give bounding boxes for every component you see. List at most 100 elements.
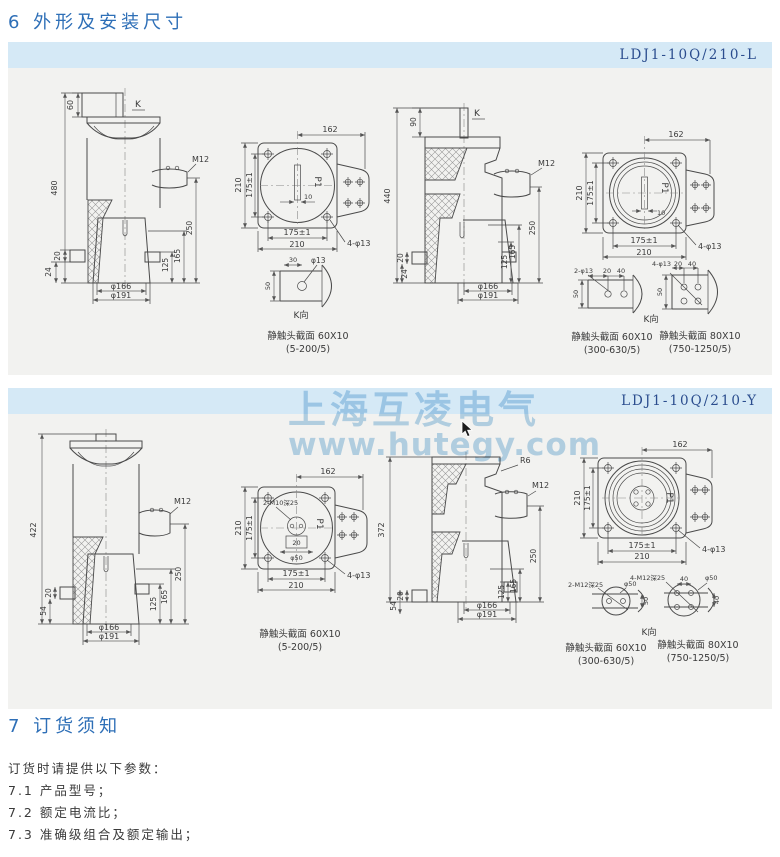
dim-f50: φ50: [705, 574, 718, 582]
dim-24: 24: [400, 269, 409, 279]
model-label-y: LDJ1-10Q/210-Y: [621, 393, 758, 409]
dim-165: 165: [160, 590, 169, 605]
kview-label: K向: [642, 626, 657, 638]
caption-section-1: 静触头截面 60X10: [259, 628, 340, 640]
dim-54: 54: [39, 606, 48, 616]
dim-162: 162: [322, 125, 337, 134]
dim-165: 165: [508, 245, 517, 260]
kview-label: K向: [644, 313, 659, 325]
model-label-l: LDJ1-10Q/210-L: [619, 47, 758, 63]
dim-50: 50: [656, 288, 664, 296]
dim-165: 165: [509, 579, 518, 594]
ordering-item-2: 7.2 额定电流比；: [8, 805, 127, 820]
k-mark: K: [135, 100, 142, 110]
dim-40: 40: [617, 267, 625, 275]
dim-175-left: 175±1: [583, 485, 592, 511]
dim-166: φ166: [477, 601, 498, 610]
panel-y-header: LDJ1-10Q/210-Y: [8, 388, 772, 414]
dim-250: 250: [174, 567, 183, 582]
caption-ratio-3: (750-1250/5): [669, 344, 731, 355]
dim-175-left: 175±1: [245, 515, 254, 541]
k-mark: K: [474, 109, 481, 119]
dim-4xf13: 4-φ13: [702, 545, 725, 554]
dim-210-bottom: 210: [289, 240, 304, 249]
panel-l-drawing: K 60 480: [44, 88, 741, 356]
dim-m12: M12: [538, 159, 555, 168]
dim-125: 125: [500, 255, 509, 270]
dim-210-bottom: 210: [634, 552, 649, 561]
dim-166: φ166: [478, 282, 499, 291]
mouse-cursor-icon: [461, 420, 474, 439]
dim-210-bottom: 210: [288, 581, 303, 590]
dim-f13: φ13: [311, 256, 326, 265]
dim-210-bottom: 210: [636, 248, 651, 257]
callout-4xm12: 4-M12深25: [630, 573, 665, 582]
ordering-item-3: 7.3 准确级组合及额定输出；: [8, 827, 200, 842]
dim-m12: M12: [174, 497, 191, 506]
dim-60: 60: [66, 100, 75, 110]
fig-side-view-422: M12 422 125 165 250 20: [29, 429, 191, 645]
dim-20: 20: [292, 539, 300, 547]
dim-20: 20: [53, 251, 62, 261]
ordering-item-1: 7.1 产品型号；: [8, 783, 113, 798]
dim-250: 250: [528, 221, 537, 236]
fig-flange-face-rings: P1 162 210 175±1 175±1 210: [573, 440, 725, 565]
dim-4xf13: 4-φ13: [347, 571, 370, 580]
dim-40b: 40: [713, 596, 721, 604]
ordering-intro: 订货时请提供以下参数：: [8, 761, 168, 776]
fig-contact-detail-2xm12: 2-M12深25 φ50 50: [568, 580, 650, 616]
dim-4xf13: 4-φ13: [652, 260, 671, 268]
dim-54: 54: [389, 601, 398, 611]
dim-210-left: 210: [573, 490, 582, 505]
dim-20: 20: [44, 588, 53, 598]
dim-191: φ191: [99, 632, 120, 641]
caption-ratio-1: (5-200/5): [278, 642, 322, 653]
dim-125: 125: [497, 585, 506, 600]
dim-175-left: 175±1: [586, 180, 595, 206]
dim-210-left: 210: [575, 185, 584, 200]
caption-ratio-2: (300-630/5): [584, 345, 640, 356]
fig-flange-face-threaded: 20 φ50 2-M10深25 P1 162 210 175±1: [234, 467, 370, 653]
panel-y-drawing: M12 422 125 165 250 20: [29, 429, 739, 667]
dim-m12: M12: [192, 155, 209, 164]
dim-440: 440: [383, 188, 392, 203]
terminal-p1: P1: [312, 176, 322, 187]
dim-162: 162: [320, 467, 335, 476]
dim-422: 422: [29, 522, 38, 537]
dim-f50: φ50: [290, 554, 303, 562]
fig-contact-detail-4xm12: 4-M12深25 40 φ50 40: [630, 573, 721, 617]
fig-contact-detail-4holes: 4-φ13 20 40 50: [652, 260, 718, 315]
dim-4xf13: 4-φ13: [347, 239, 370, 248]
caption-ratio-2: (300-630/5): [578, 656, 634, 667]
dim-r6: R6: [520, 456, 531, 465]
dim-250: 250: [185, 221, 194, 236]
dim-24: 24: [44, 267, 53, 277]
dim-f50: φ50: [624, 580, 637, 588]
caption-ratio-1: (5-200/5): [286, 344, 330, 355]
dim-20: 20: [396, 253, 405, 263]
dim-125: 125: [149, 597, 158, 612]
dim-175-left: 175±1: [245, 172, 254, 198]
fig-kview-detail: φ13 30 50 K向 静触头截面 60X10 (5-200/5): [264, 256, 349, 355]
dim-165: 165: [173, 249, 182, 264]
dim-191: φ191: [111, 291, 132, 300]
dim-2xf13: 2-φ13: [574, 267, 593, 275]
panel-ldj1-l: LDJ1-10Q/210-L K: [8, 42, 772, 375]
dim-50: 50: [642, 597, 650, 605]
dim-480: 480: [50, 180, 59, 195]
caption-section-3: 静触头截面 80X10: [657, 639, 738, 651]
ordering-notes: 订货时请提供以下参数： 7.1 产品型号； 7.2 额定电流比； 7.3 准确级…: [8, 758, 199, 846]
dim-20: 20: [396, 591, 405, 601]
caption-section-2: 静触头截面 60X10: [571, 331, 652, 343]
dim-166: φ166: [99, 623, 120, 632]
panel-y-body: M12 422 125 165 250 20: [8, 414, 772, 709]
dim-m12: M12: [532, 481, 549, 490]
dim-20: 20: [674, 260, 682, 268]
caption-ratio-3: (750-1250/5): [667, 653, 729, 664]
caption-section-1: 静触头截面 60X10: [267, 330, 348, 342]
fig-flange-face-right: 10 P1 162 210 175±1 175±1 210: [575, 130, 721, 260]
dim-175-bottom: 175±1: [283, 228, 310, 237]
fig-contact-detail-2holes: 2-φ13 20 40 50: [572, 267, 643, 314]
dim-191: φ191: [477, 610, 498, 619]
